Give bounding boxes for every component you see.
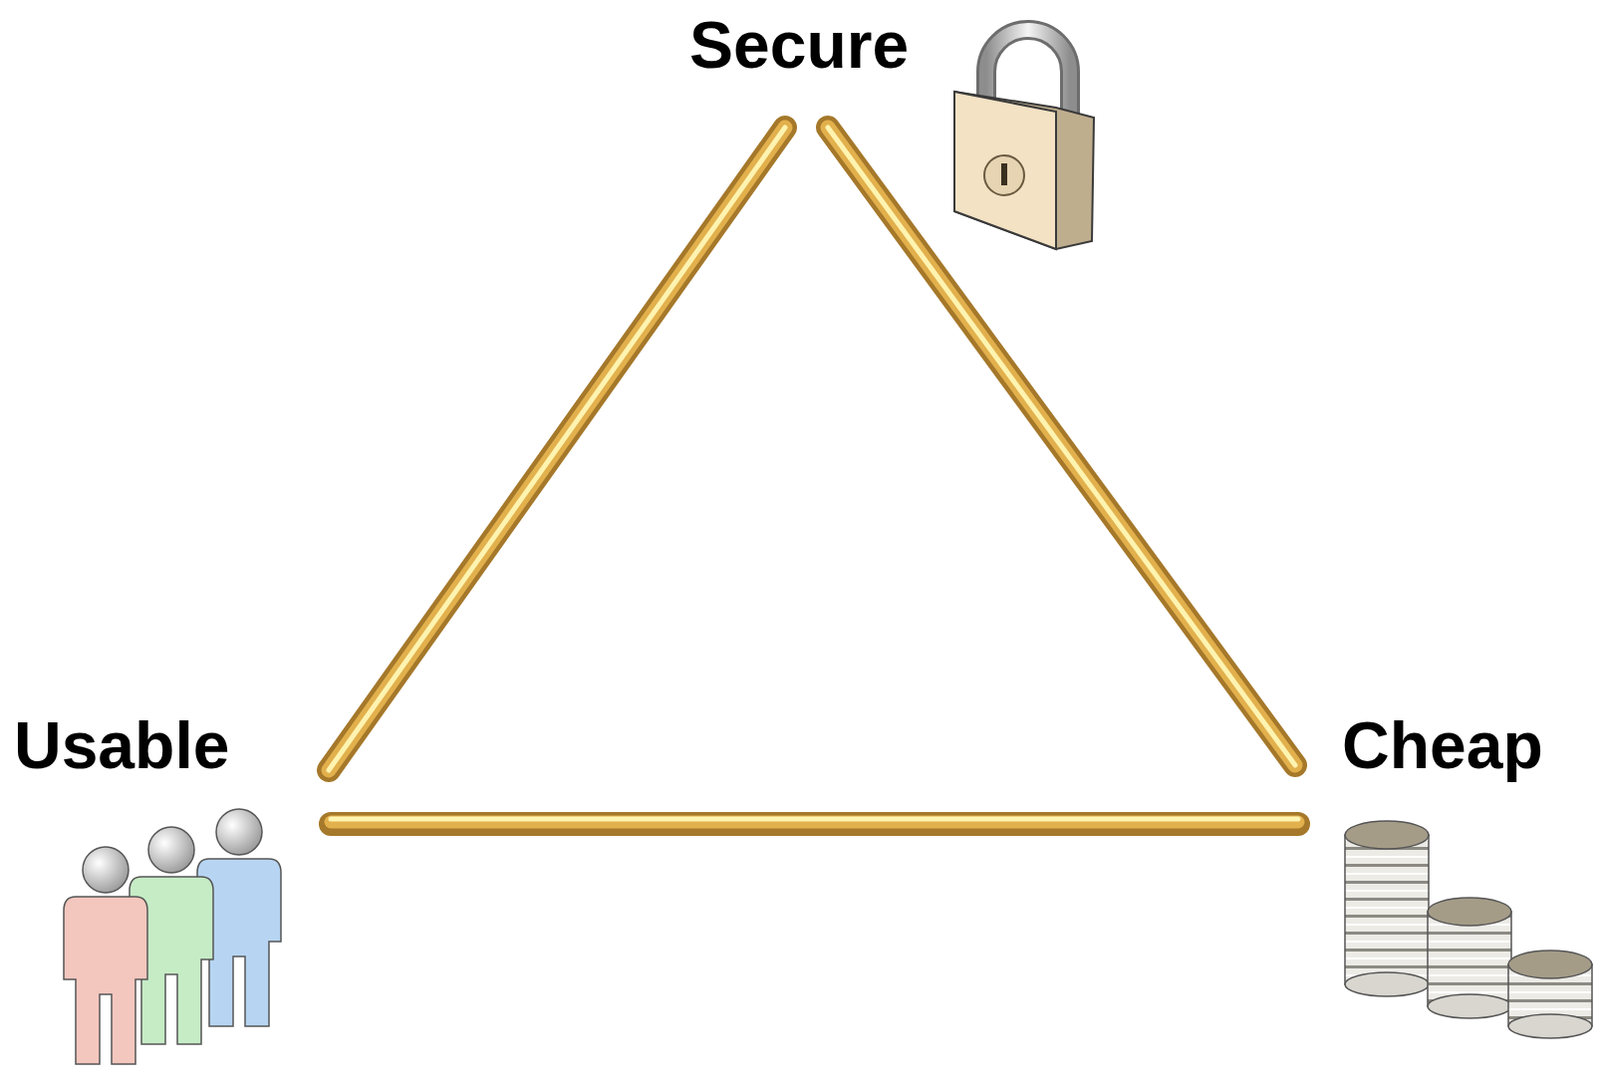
left-rod: [328, 127, 786, 771]
vertex-label: Secure: [689, 11, 909, 78]
coin-stack: [1508, 950, 1593, 1039]
coin-stack: [1427, 897, 1512, 1019]
bottom-rod: [330, 818, 1299, 824]
people-icon: [63, 808, 281, 1065]
coin-stack: [1344, 820, 1429, 997]
vertex-label: Cheap: [1341, 712, 1544, 779]
person-figure: [63, 846, 148, 1065]
gold-rods: [328, 127, 1299, 824]
coins-icon: [1344, 820, 1593, 1039]
padlock-icon: [954, 29, 1094, 250]
vertex-label: Usable: [13, 712, 230, 779]
